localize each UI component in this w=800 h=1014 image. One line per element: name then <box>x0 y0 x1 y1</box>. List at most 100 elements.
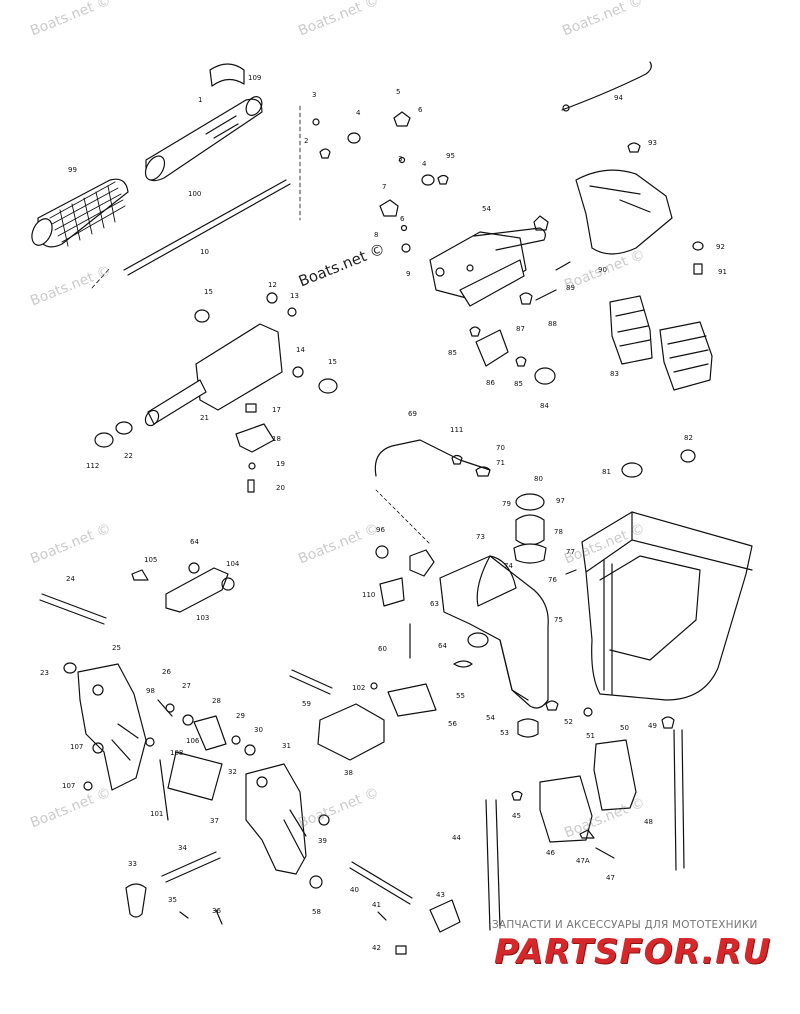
svg-text:70: 70 <box>496 444 505 452</box>
rod-24 <box>39 593 107 625</box>
svg-text:38: 38 <box>344 769 353 777</box>
svg-text:22: 22 <box>124 452 133 460</box>
screw-91 <box>693 263 703 275</box>
svg-text:100: 100 <box>188 190 201 198</box>
nut-104 <box>221 577 235 591</box>
svg-text:58: 58 <box>312 908 321 916</box>
svg-text:20: 20 <box>276 484 285 492</box>
svg-text:31: 31 <box>282 742 291 750</box>
svg-text:12: 12 <box>268 281 277 289</box>
shift-rod-part <box>123 179 291 276</box>
tube-44 <box>485 799 501 931</box>
svg-text:55: 55 <box>456 692 465 700</box>
svg-text:87: 87 <box>516 325 525 333</box>
svg-text:5: 5 <box>396 88 400 96</box>
svg-text:14: 14 <box>296 346 305 354</box>
svg-text:81: 81 <box>602 468 611 476</box>
svg-text:4: 4 <box>356 109 361 117</box>
footer-tagline: ЗАПЧАСТИ И АКСЕССУАРЫ ДЛЯ МОТОТЕХНИКИ <box>492 919 758 931</box>
svg-text:75: 75 <box>554 616 563 624</box>
partsfor-logo: PARTSFOR.RU <box>494 932 772 972</box>
svg-text:40: 40 <box>350 886 359 894</box>
svg-text:98: 98 <box>146 687 155 695</box>
nut-26 <box>165 703 175 713</box>
pins-89 <box>535 261 571 301</box>
svg-text:46: 46 <box>546 849 555 857</box>
svg-text:112: 112 <box>86 462 99 470</box>
stern-housing-part <box>581 511 753 701</box>
nut-51 <box>583 707 593 717</box>
svg-text:1: 1 <box>198 96 202 104</box>
spring-34 <box>161 851 221 883</box>
rod-40 <box>349 861 413 905</box>
svg-text:2: 2 <box>304 137 308 145</box>
svg-text:26: 26 <box>162 668 171 676</box>
svg-text:106: 106 <box>186 737 200 745</box>
svg-text:28: 28 <box>212 697 221 705</box>
washer-23 <box>63 662 77 674</box>
ring-97 <box>515 493 545 511</box>
svg-text:36: 36 <box>212 907 221 915</box>
nut-85 <box>469 326 481 337</box>
clamp-bracket-left-part <box>77 663 147 791</box>
svg-text:37: 37 <box>210 817 219 825</box>
svg-text:50: 50 <box>620 724 629 732</box>
svg-text:76: 76 <box>548 576 557 584</box>
svg-text:7: 7 <box>382 183 386 191</box>
svg-text:110: 110 <box>362 591 375 599</box>
svg-text:102: 102 <box>352 684 365 692</box>
bolt-20 <box>247 479 255 493</box>
svg-text:84: 84 <box>540 402 549 410</box>
svg-text:3: 3 <box>312 91 316 99</box>
svg-text:90: 90 <box>598 266 607 274</box>
svg-text:25: 25 <box>112 644 121 652</box>
nut-107b <box>83 781 93 791</box>
svg-text:23: 23 <box>40 669 49 677</box>
svg-text:56: 56 <box>448 720 457 728</box>
svg-text:6: 6 <box>418 106 423 114</box>
lever-73 <box>409 549 435 577</box>
svg-text:88: 88 <box>548 320 557 328</box>
clamp-bracket-right-part <box>245 763 307 875</box>
nut-111 <box>451 454 463 465</box>
nut-108 <box>145 737 155 747</box>
svg-text:97: 97 <box>556 497 565 505</box>
svg-text:105: 105 <box>144 556 157 564</box>
nut-82 <box>680 449 696 463</box>
rod-59 <box>289 669 333 695</box>
nut-30 <box>244 744 256 756</box>
svg-text:69: 69 <box>408 410 417 418</box>
svg-text:89: 89 <box>566 284 575 292</box>
washer-92 <box>692 241 704 251</box>
svg-text:15: 15 <box>328 358 337 366</box>
grommet-81 <box>621 462 643 478</box>
svg-text:64: 64 <box>190 538 199 546</box>
svg-text:91: 91 <box>718 268 727 276</box>
svg-text:6: 6 <box>400 215 405 223</box>
svg-text:4: 4 <box>422 160 427 168</box>
svg-text:52: 52 <box>564 718 573 726</box>
washer-96 <box>375 545 389 559</box>
plate-103 <box>165 567 229 613</box>
washer-64 <box>188 562 200 574</box>
svg-text:18: 18 <box>272 435 281 443</box>
steering-cable-part <box>561 61 652 112</box>
svg-text:34: 34 <box>178 844 187 852</box>
clip-43 <box>429 899 461 933</box>
svg-text:13: 13 <box>290 292 299 300</box>
svg-text:73: 73 <box>476 533 485 541</box>
bushing-78 <box>515 514 545 546</box>
swivel-bracket-part <box>439 555 549 709</box>
svg-text:79: 79 <box>502 500 511 508</box>
throttle-sleeve-part <box>209 63 245 87</box>
svg-text:15: 15 <box>204 288 213 296</box>
tiller-tube-part <box>144 96 263 182</box>
clip-12 <box>266 292 278 304</box>
svg-text:45: 45 <box>512 812 521 820</box>
svg-text:82: 82 <box>684 434 693 442</box>
svg-text:43: 43 <box>436 891 445 899</box>
block-32 <box>167 751 223 801</box>
callout-labels: 109 1 3 4 5 6 2 99 100 10 94 93 95 3 4 7… <box>40 74 727 952</box>
nut-19 <box>248 462 256 470</box>
